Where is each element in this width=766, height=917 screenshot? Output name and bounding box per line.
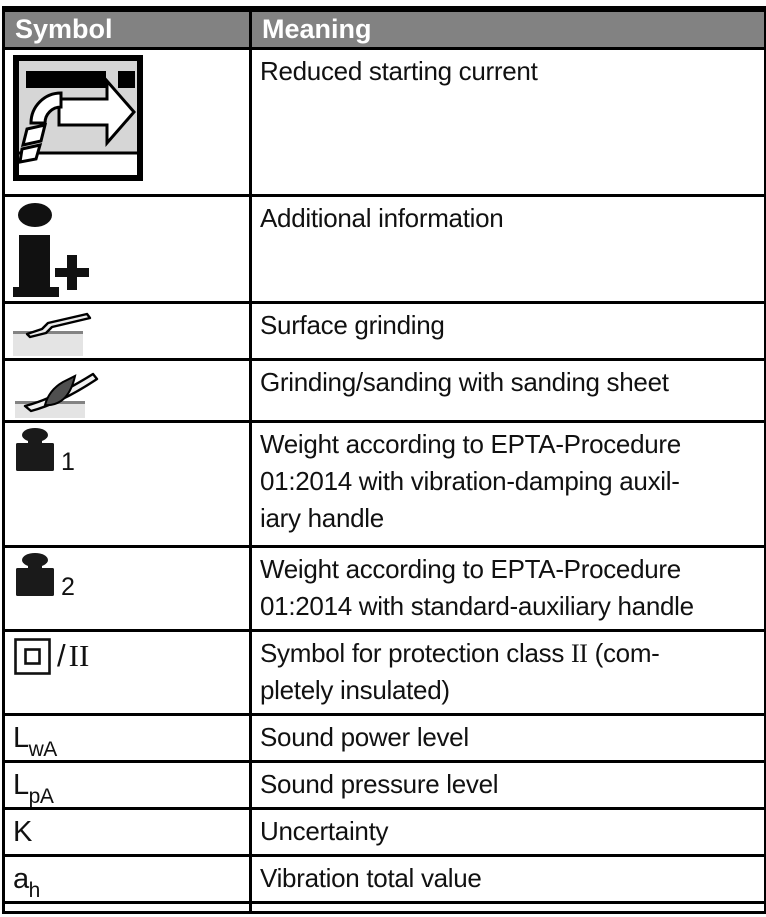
symbol-text: K (13, 816, 32, 848)
symbol-subscript: h (28, 879, 41, 902)
table-row: Reduced starting current (2, 47, 766, 197)
weight-subscript: 1 (61, 448, 75, 476)
symbol-subscript: pA (28, 785, 54, 808)
symbol-text: ah (13, 863, 40, 900)
table-row-partial (2, 901, 766, 914)
slash-separator: / (57, 638, 66, 673)
column-header-symbol: Symbol (2, 7, 252, 50)
protection-class-ii-icon (14, 638, 51, 675)
weight-icon (16, 428, 54, 471)
table-row: 2 Weight according to EPTA-Procedure 01:… (2, 545, 766, 632)
meaning-text-part: Symbol for protection class (260, 638, 571, 668)
meaning-text: Weight according to EPTA-Procedure 01:20… (260, 554, 694, 621)
symbols-meaning-table: Symbol Meaning Reduced starting current (2, 6, 766, 914)
table-header-row: Symbol Meaning (2, 7, 766, 50)
table-row: Grinding/sanding with sanding sheet (2, 358, 766, 423)
weight-subscript: 2 (61, 573, 75, 601)
meaning-text: Symbol for protection class II (com- ple… (260, 635, 760, 709)
reduced-starting-current-icon (13, 55, 143, 181)
meaning-text: Sound power level (260, 722, 469, 752)
meaning-text: Additional information (260, 203, 504, 233)
weight-icon (16, 553, 54, 596)
symbol-base: L (13, 722, 29, 754)
column-header-meaning: Meaning (249, 7, 766, 50)
table-row: K Uncertainty (2, 807, 766, 857)
meaning-text: Surface grinding (260, 310, 445, 340)
symbol-subscript: wA (28, 738, 58, 761)
table-row: / II Symbol for protection class II (com… (2, 629, 766, 716)
meaning-text: Sound pressure level (260, 769, 499, 799)
meaning-text: Grinding/sanding with sanding sheet (260, 367, 669, 397)
symbol-base: K (13, 816, 32, 848)
table-row: Surface grinding (2, 301, 766, 361)
class-numeral: II (68, 638, 90, 673)
symbol-base: a (13, 863, 29, 895)
table-row: ah Vibration total value (2, 854, 766, 904)
meaning-numeral: II (570, 639, 588, 668)
meaning-text: Vibration total value (260, 863, 482, 893)
meaning-text: Reduced starting current (260, 56, 538, 86)
table-row: Additional information (2, 194, 766, 304)
sanding-sheet-icon (15, 372, 99, 418)
table-row: LwA Sound power level (2, 713, 766, 763)
meaning-text-part: (com- pletely insulated) (260, 638, 660, 705)
symbol-text: LwA (13, 722, 57, 759)
symbol-text: LpA (13, 769, 54, 806)
table-row: 1 Weight according to EPTA-Procedure 01:… (2, 420, 766, 548)
meaning-text: Uncertainty (260, 816, 389, 846)
table-row: LpA Sound pressure level (2, 760, 766, 810)
symbol-base: L (13, 769, 29, 801)
surface-grinding-icon (13, 312, 92, 356)
meaning-text: Weight according to EPTA-Procedure 01:20… (260, 429, 681, 533)
additional-information-icon (13, 203, 89, 297)
